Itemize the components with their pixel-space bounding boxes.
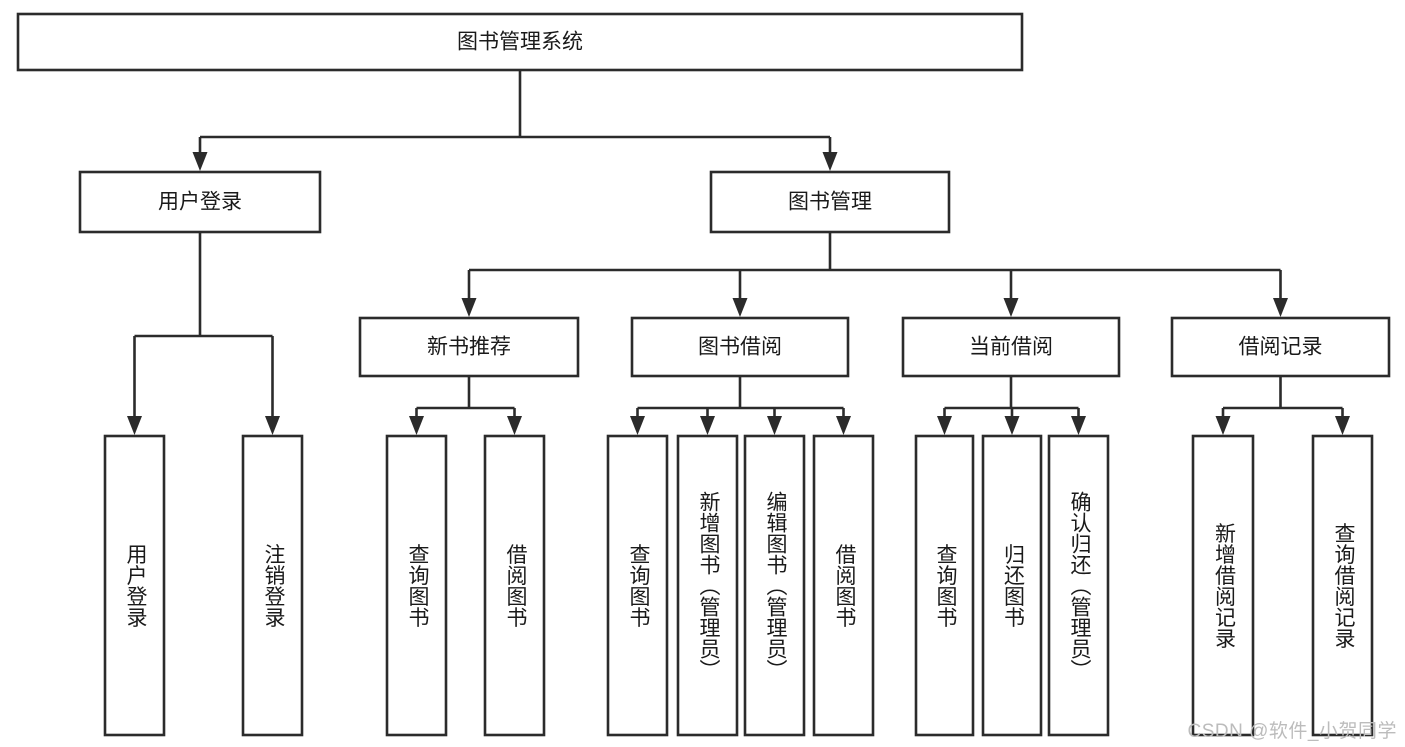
node-box[interactable] [1170,316,1391,378]
node-borrow-record[interactable]: 借阅记录 [1170,316,1391,378]
node-box[interactable] [812,434,875,737]
node-label: 新增借阅记录 [1212,523,1236,649]
node-box[interactable] [709,170,951,234]
node-box[interactable] [630,316,850,378]
node-leaf-query-book-c[interactable]: 查询图书 [914,434,975,737]
node-leaf-borrow-book-b[interactable]: 借阅图书 [812,434,875,737]
node-label: 借阅图书 [504,544,528,628]
node-leaf-query-book-a[interactable]: 查询图书 [385,434,448,737]
arrow-head-icon [507,416,522,435]
arrow-head-icon [1071,416,1086,435]
csdn-watermark: CSDN @软件_小贺同学 [1187,721,1397,742]
node-label: 借阅图书 [833,544,857,628]
node-label: 图书借阅 [698,336,782,359]
connector-group-new_book_rec [409,376,522,435]
node-box[interactable] [1311,434,1374,737]
arrow-head-icon [1335,416,1350,435]
arrow-head-icon [937,416,952,435]
node-book-borrow[interactable]: 图书借阅 [630,316,850,378]
node-leaf-return-book[interactable]: 归还图书 [981,434,1043,737]
connector-group-root [192,70,838,171]
arrow-head-icon [700,416,715,435]
node-box[interactable] [103,434,166,737]
arrow-head-icon [409,416,424,435]
connector-layer [127,70,1350,435]
connector-group-current_borrow [937,376,1086,435]
node-root[interactable]: 图书管理系统 [16,12,1024,72]
arrow-head-icon [1215,416,1231,435]
node-label: 查询借阅记录 [1332,523,1356,649]
connector-group-borrow_record [1215,376,1350,435]
node-label: 注销登录 [262,544,286,628]
node-leaf-confirm-return[interactable]: 确认归还（管理员） [1047,434,1110,737]
arrow-head-icon [192,152,208,171]
node-box[interactable] [606,434,669,737]
node-box[interactable] [914,434,975,737]
node-label: 用户登录 [158,191,242,214]
node-label: 图书管理系统 [457,31,583,54]
node-leaf-query-record[interactable]: 查询借阅记录 [1311,434,1374,737]
connector-group-user_login [127,232,280,435]
node-label: 查询图书 [934,544,958,628]
node-label: 用户登录 [124,544,148,628]
arrow-head-icon [836,416,851,435]
node-leaf-add-record[interactable]: 新增借阅记录 [1191,434,1255,737]
arrow-head-icon [461,298,477,317]
arrow-head-icon [1003,298,1019,317]
arrow-head-icon [1273,298,1288,317]
node-box[interactable] [1191,434,1255,737]
node-box[interactable] [483,434,546,737]
node-label: 当前借阅 [969,336,1053,359]
node-box[interactable] [385,434,448,737]
node-leaf-add-book[interactable]: 新增图书（管理员） [676,434,739,737]
node-leaf-user-login[interactable]: 用户登录 [103,434,166,737]
node-leaf-edit-book[interactable]: 编辑图书（管理员） [743,434,806,737]
node-leaf-borrow-book-a[interactable]: 借阅图书 [483,434,546,737]
node-label: 编辑图书（管理员） [764,491,788,680]
node-box[interactable] [981,434,1043,737]
arrow-head-icon [1004,416,1020,435]
node-leaf-logout[interactable]: 注销登录 [241,434,304,737]
node-box[interactable] [358,316,580,378]
arrow-head-icon [265,416,280,435]
node-label: 新增图书（管理员） [697,491,721,680]
node-box[interactable] [78,170,322,234]
node-user-login[interactable]: 用户登录 [78,170,322,234]
connector-group-book_borrow [630,376,851,435]
node-layer: 图书管理系统用户登录图书管理新书推荐图书借阅当前借阅借阅记录用户登录注销登录查询… [16,12,1391,737]
arrow-head-icon [630,416,645,435]
node-label: 确认归还（管理员） [1068,491,1092,680]
node-box[interactable] [241,434,304,737]
node-box[interactable] [676,434,739,737]
node-box[interactable] [901,316,1121,378]
node-label: 归还图书 [1001,544,1025,628]
node-leaf-query-book-b[interactable]: 查询图书 [606,434,669,737]
node-label: 新书推荐 [427,336,511,359]
arrow-head-icon [822,152,838,171]
node-new-book-rec[interactable]: 新书推荐 [358,316,580,378]
connector-group-book_manage [461,232,1288,317]
node-current-borrow[interactable]: 当前借阅 [901,316,1121,378]
node-box[interactable] [16,12,1024,72]
arrow-head-icon [127,416,142,435]
node-book-manage[interactable]: 图书管理 [709,170,951,234]
node-label: 图书管理 [788,191,872,214]
arrow-head-icon [767,416,782,435]
node-label: 查询图书 [406,544,430,628]
node-label: 查询图书 [627,544,651,628]
node-box[interactable] [1047,434,1110,737]
node-label: 借阅记录 [1239,336,1323,359]
arrow-head-icon [732,298,748,317]
node-box[interactable] [743,434,806,737]
